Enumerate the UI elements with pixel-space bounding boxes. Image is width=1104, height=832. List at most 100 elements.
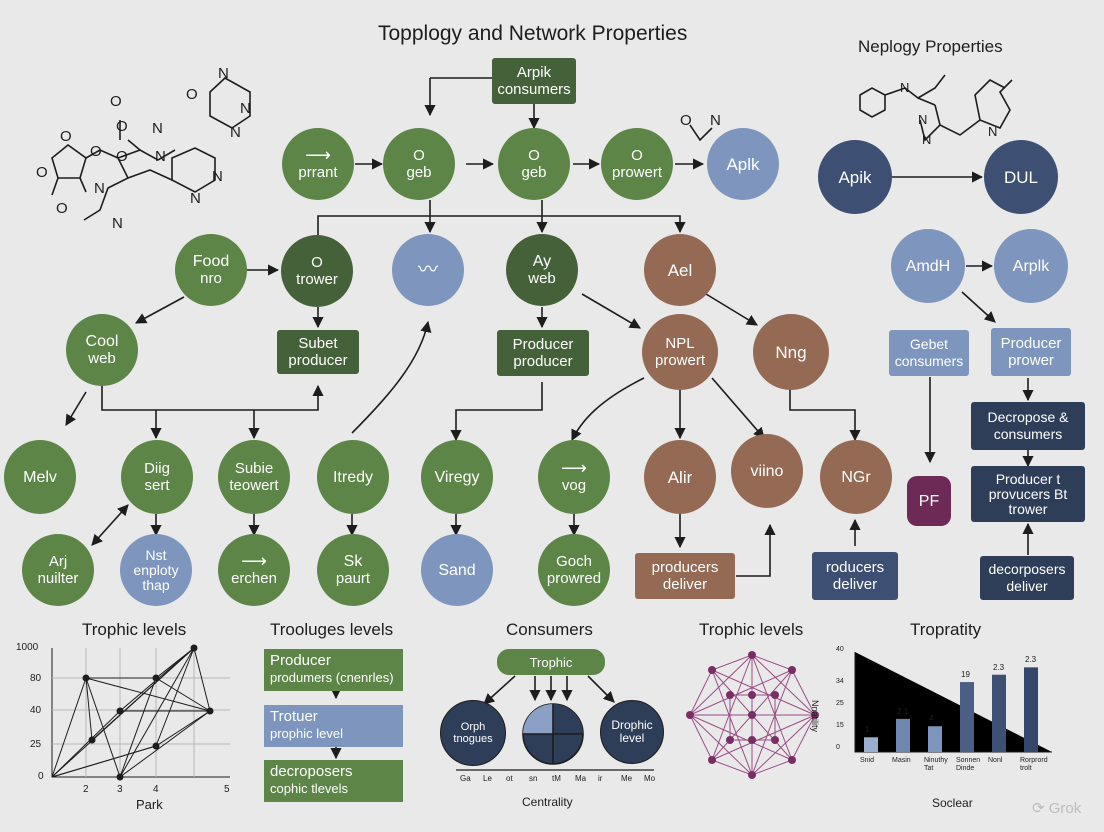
- consumers-title: Consumers: [506, 620, 593, 639]
- node-aplk[interactable]: Aplk: [707, 128, 779, 200]
- node-vog[interactable]: ⟶ vog: [538, 440, 610, 514]
- node-decomposers-deliver[interactable]: decorposers deliver: [980, 556, 1074, 600]
- atom-label: N: [190, 190, 201, 207]
- node-subet-producer[interactable]: Subet producer: [277, 330, 359, 374]
- level-bar-trotuer: Trotuer prophic level: [264, 705, 403, 747]
- node-label: Goch: [556, 553, 592, 570]
- trophic-graph-title: Trophic levels: [699, 620, 804, 639]
- atom-label: O: [90, 143, 102, 160]
- node-apik[interactable]: Apik: [818, 140, 892, 214]
- node-producers-deliver[interactable]: producers deliver: [635, 553, 735, 599]
- bar-value-label: 4: [929, 714, 934, 724]
- node-melv[interactable]: Melv: [4, 440, 76, 514]
- atom-label: N: [922, 132, 932, 147]
- node-geb-2[interactable]: O geb: [498, 128, 570, 200]
- node-label: Orph: [460, 721, 486, 733]
- node-viino[interactable]: viino: [731, 434, 803, 508]
- node-arplk[interactable]: Arplk: [994, 229, 1068, 303]
- node-label: Viregy: [434, 468, 480, 486]
- node-prrant[interactable]: ⟶ prrant: [282, 128, 354, 200]
- y-tick: 0: [38, 771, 44, 782]
- molecule-right-icon: [859, 74, 1013, 142]
- node-label: Ael: [667, 260, 693, 280]
- x-tick: 3: [117, 784, 123, 795]
- trophic-chart-title: Trophic levels: [82, 620, 187, 639]
- node-goch[interactable]: Goch prowred: [538, 534, 610, 606]
- node-gebet-consumers[interactable]: Gebet consumers: [889, 330, 969, 376]
- node-alir[interactable]: Alir: [644, 440, 716, 514]
- node-food[interactable]: Food nro: [175, 234, 247, 306]
- node-label: Arplk: [1012, 257, 1050, 275]
- centrality-tick: Ma: [575, 774, 587, 783]
- level-title: Trotuer: [270, 708, 318, 725]
- node-diig[interactable]: Diig sert: [121, 440, 193, 514]
- node-dul[interactable]: DUL: [984, 140, 1058, 214]
- node-arj[interactable]: Arj nuilter: [22, 534, 94, 606]
- node-erchen[interactable]: ⟶ erchen: [218, 534, 290, 606]
- centrality-tick: ir: [598, 774, 603, 783]
- centrality-tick: sn: [529, 774, 538, 783]
- node-cool-web[interactable]: Cool web: [66, 314, 138, 386]
- category-label: Rorprord trolt: [1020, 757, 1048, 772]
- node-label: thap: [142, 576, 170, 593]
- atom-label: O: [680, 112, 692, 129]
- node-label: O: [631, 147, 643, 164]
- node-label: nro: [200, 270, 222, 287]
- tropality-title: Tropratity: [910, 620, 982, 639]
- bar: [992, 674, 1006, 752]
- node-prowert[interactable]: O prowert: [601, 128, 673, 200]
- atom-label: N: [218, 65, 229, 82]
- node-subie[interactable]: Subie teowert: [218, 440, 290, 514]
- y-tick: 40: [30, 705, 42, 716]
- molecule-left-icon: [51, 77, 251, 221]
- centrality-label: Centrality: [522, 795, 573, 809]
- node-sk[interactable]: Sk paurt: [317, 534, 389, 606]
- node-ngr[interactable]: NGr: [820, 440, 892, 514]
- node-label: consumers: [497, 81, 571, 98]
- node-roducers-deliver[interactable]: roducers deliver: [812, 552, 898, 600]
- node-label: Sand: [438, 561, 476, 579]
- consumers-box: Arpik consumers: [492, 58, 576, 104]
- watermark-text: Grok: [1048, 800, 1082, 817]
- centrality-tick: Le: [483, 774, 492, 783]
- x-tick: 2: [83, 784, 89, 795]
- bar: [928, 726, 942, 752]
- node-sand[interactable]: Sand: [421, 534, 493, 606]
- node-viregy[interactable]: Viregy: [421, 440, 493, 514]
- node-label: Drophic: [611, 718, 653, 732]
- level-title: Producer: [270, 652, 331, 669]
- node-label: enploty: [133, 561, 179, 578]
- node-ay[interactable]: Ay web: [506, 234, 578, 306]
- node-label: DUL: [1003, 167, 1038, 187]
- node-geb-1[interactable]: O geb: [383, 128, 455, 200]
- tropality-ylabel: Nnatility: [810, 700, 820, 733]
- node-producer-producer[interactable]: Producer producer: [497, 330, 589, 376]
- node-amdh[interactable]: AmdH: [891, 229, 965, 303]
- node-producers-trower[interactable]: Producer t provucers Bt trower: [971, 466, 1085, 522]
- atom-label: N: [152, 120, 163, 137]
- node-label: Sk: [343, 553, 363, 570]
- node-label: prrant: [298, 164, 338, 181]
- node-label: Subet: [298, 335, 338, 352]
- node-pf[interactable]: PF: [907, 476, 951, 526]
- node-wave[interactable]: 〰: [392, 234, 464, 306]
- node-producer-prower[interactable]: Producer prower: [991, 328, 1071, 376]
- wave-icon: 〰: [418, 258, 438, 281]
- node-trower[interactable]: O trower: [281, 235, 353, 307]
- node-label: provucers Bt: [988, 485, 1068, 502]
- node-decropose[interactable]: Decropose & consumers: [971, 402, 1085, 450]
- x-tick: 5: [224, 784, 230, 795]
- atom-label: N: [212, 168, 223, 185]
- bar: [896, 718, 910, 752]
- molecule-top-icon: [689, 124, 713, 142]
- node-nst[interactable]: Nst enploty thap: [120, 534, 192, 606]
- node-ael[interactable]: Ael: [644, 234, 716, 306]
- node-npl[interactable]: NPL prowert: [642, 314, 718, 390]
- node-label: Alir: [667, 467, 693, 487]
- node-itredy[interactable]: Itredy: [317, 440, 389, 514]
- level-bar-producer: Producer produmers (cnenrles): [264, 649, 403, 691]
- tropality-axis: [854, 652, 1052, 753]
- node-label: tnogues: [453, 733, 493, 745]
- node-nng[interactable]: Nng: [753, 314, 829, 390]
